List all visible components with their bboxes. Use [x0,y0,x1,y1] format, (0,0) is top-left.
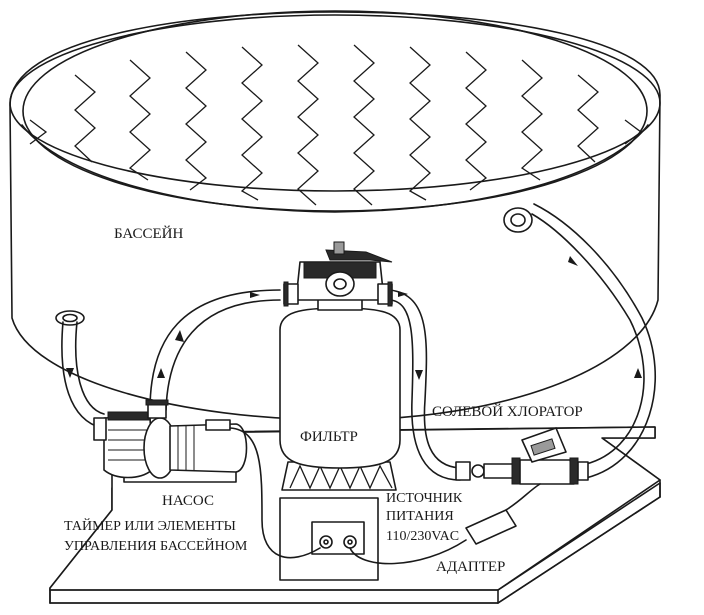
label-power-line3: 110/230VAC [386,529,459,544]
power-cords [229,427,467,565]
flow-arrow [568,256,578,266]
labels: БАССЕЙН ФИЛЬТР СОЛЕВОЙ ХЛОРАТОР НАСОС ТА… [64,225,583,575]
flow-arrow [415,370,423,380]
flow-arrow [634,368,642,378]
flow-arrow [398,291,408,297]
motor-fins [177,426,195,470]
filter [279,241,401,491]
strainer-ribs [108,429,150,461]
salt-chlorinator [455,427,589,485]
label-pump: НАСОС [162,493,214,509]
label-pool: БАССЕЙН [114,225,184,242]
label-chlorinator: СОЛЕВОЙ ХЛОРАТОР [432,403,583,420]
flow-arrow [175,330,184,342]
adapter [465,483,541,545]
label-timer-line1: ТАЙМЕР ИЛИ ЭЛЕМЕНТЫ [64,517,236,534]
flow-arrow [250,292,260,298]
water-pattern [29,44,643,206]
pump [93,399,248,483]
label-power-line2: ПИТАНИЯ [386,509,454,524]
label-power-line1: ИСТОЧНИК [386,491,463,506]
control-box [279,497,379,581]
label-filter: ФИЛЬТР [300,429,358,445]
pool [9,10,661,421]
hoses [61,203,656,481]
label-adapter: АДАПТЕР [436,559,505,575]
flow-arrow [157,368,165,378]
label-timer-line2: УПРАВЛЕНИЯ БАССЕЙНОМ [64,537,248,554]
flow-arrow [66,368,74,378]
suction-inlet [55,310,85,326]
return-inlet [503,207,533,233]
